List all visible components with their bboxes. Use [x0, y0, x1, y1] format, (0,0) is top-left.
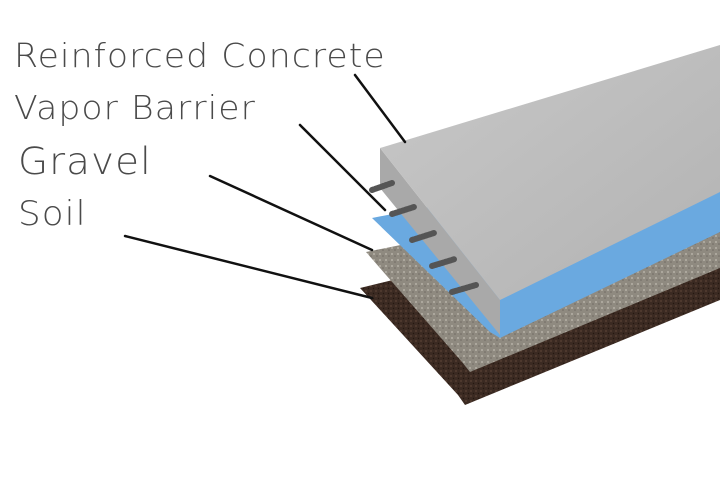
vapor-leader-line — [298, 123, 387, 212]
label-gravel: Gravel — [18, 140, 152, 183]
gravel-leader-line — [208, 174, 374, 252]
rebar — [449, 282, 479, 295]
concrete-leader-line — [353, 73, 407, 144]
label-soil: Soil — [18, 194, 87, 234]
label-reinforced-concrete: Reinforced Concrete — [14, 36, 386, 75]
rebar — [369, 180, 395, 193]
rebar-group — [369, 180, 479, 295]
rebar — [389, 204, 417, 217]
label-vapor-barrier: Vapor Barrier — [14, 88, 256, 127]
concrete-slab-top — [380, 45, 720, 300]
rebar — [429, 256, 458, 269]
soil-leader-line — [123, 234, 374, 300]
rebar — [409, 230, 437, 243]
